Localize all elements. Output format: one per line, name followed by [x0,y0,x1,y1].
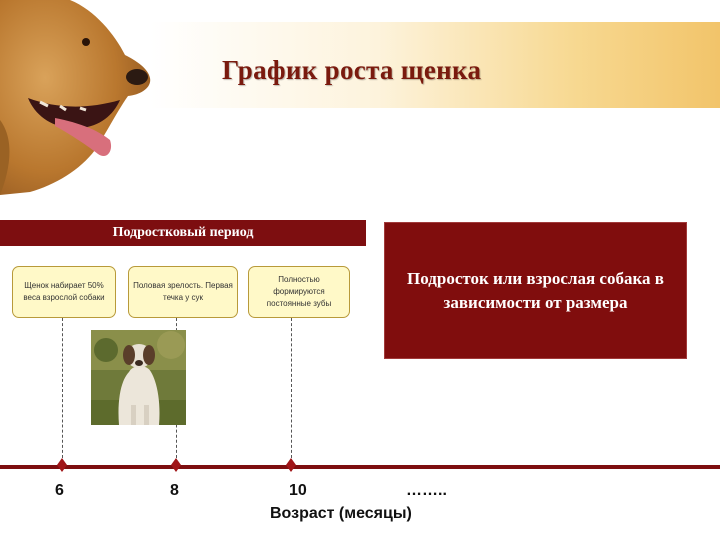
tick-label-8: 8 [170,482,179,500]
event-callout-10: Полностью формируются постоянные зубы [248,266,350,318]
x-axis-label: Возраст (месяцы) [270,505,412,523]
event-callout-8: Половая зрелость. Первая течка у сук [128,266,238,318]
timeline-marker-8 [171,458,181,472]
page-title: График роста щенка [222,55,481,86]
adult-dog-box: Подросток или взрослая собака в зависимо… [384,222,687,359]
timeline-marker-10 [286,458,296,472]
timeline-marker-6 [57,458,67,472]
tick-label-6: 6 [55,482,64,500]
event-text: Половая зрелость. Первая течка у сук [132,280,234,304]
timeline-axis [0,465,720,469]
adolescent-period-band: Подростковый период [0,220,366,246]
event-text: Щенок набирает 50% веса взрослой собаки [16,280,112,304]
puppy-photo [91,330,186,425]
drop-line-6 [62,318,63,458]
event-callout-6: Щенок набирает 50% веса взрослой собаки [12,266,116,318]
adult-dog-box-text: Подросток или взрослая собака в зависимо… [405,267,666,315]
tick-label-ellipsis: …….. [406,482,447,500]
drop-line-10 [291,318,292,458]
event-text: Полностью формируются постоянные зубы [252,274,346,310]
tick-label-10: 10 [289,482,307,500]
dog-head-illustration [0,0,160,200]
